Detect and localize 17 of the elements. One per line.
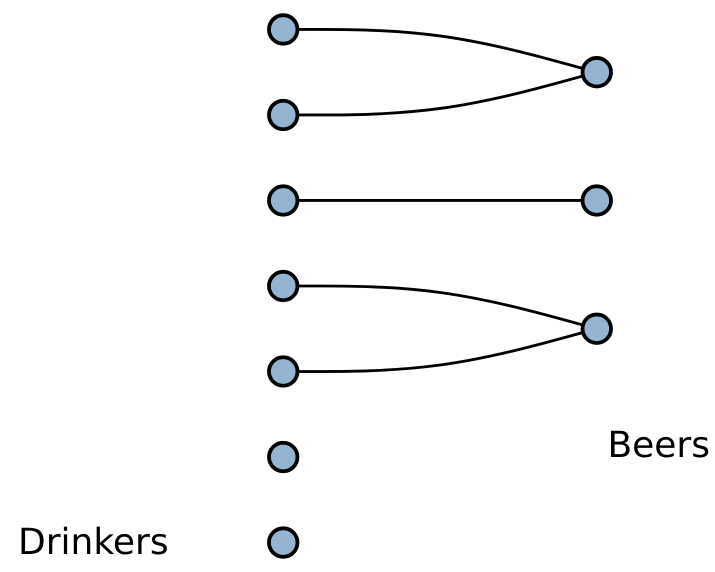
connector (297, 28, 584, 70)
axis-label: Drinkers (18, 522, 169, 563)
axis-label: Beers (607, 425, 710, 466)
node-circle (267, 526, 300, 559)
node-circle (267, 184, 300, 217)
node-circle (580, 312, 613, 345)
node-circle (580, 184, 613, 217)
connector (297, 331, 584, 373)
connector (297, 199, 583, 202)
connector (297, 284, 584, 326)
node-circle (580, 56, 613, 88)
node-circle (267, 270, 300, 302)
node-circle (267, 13, 300, 46)
node-circle (267, 440, 300, 474)
node-circle (267, 355, 300, 388)
connector (297, 74, 584, 116)
node-circle (267, 98, 300, 132)
